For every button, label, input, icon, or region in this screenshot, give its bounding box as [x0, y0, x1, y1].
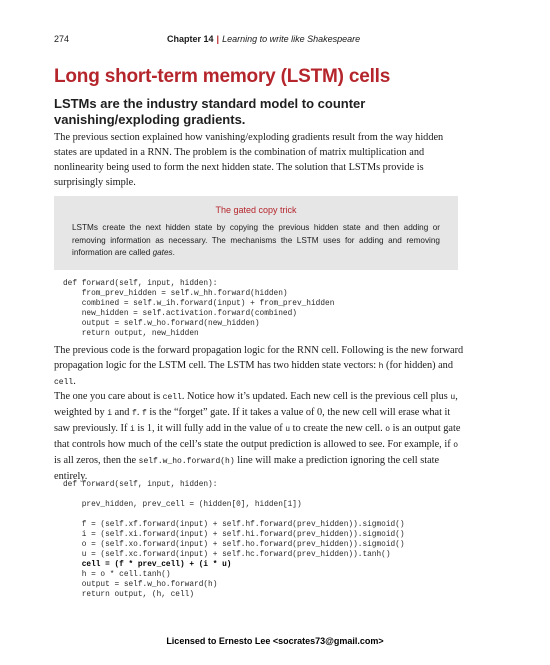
- inline-code: cell: [162, 393, 182, 402]
- chapter-heading: Chapter 14|Learning to write like Shakes…: [167, 34, 360, 44]
- header-separator: |: [216, 34, 220, 44]
- inline-code: f: [142, 409, 147, 418]
- code-line: output = self.w_ho.forward(new_hidden): [63, 320, 260, 328]
- inline-code: i: [107, 409, 113, 418]
- lstm-forward-code: def forward(self, input, hidden): prev_h…: [63, 480, 405, 600]
- code-line: return output, (h, cell): [63, 591, 195, 599]
- license-footer: Licensed to Ernesto Lee <socrates73@gmai…: [166, 636, 384, 646]
- rnn-forward-code: def forward(self, input, hidden): from_p…: [63, 279, 334, 339]
- text-run: is an output gate that controls how much…: [54, 423, 461, 450]
- text-run: is all zeros, then the: [54, 455, 139, 466]
- code-line: cell = (f * prev_cell) + (i * u): [63, 561, 232, 569]
- chapter-title: Learning to write like Shakespeare: [222, 34, 361, 44]
- inline-code: cell: [54, 378, 74, 387]
- code-line: [63, 490, 405, 500]
- inline-code: u: [450, 393, 456, 402]
- code-line: o = (self.xo.forward(input) + self.ho.fo…: [63, 541, 405, 549]
- text-run: is the “forget” gate. If it takes a valu…: [54, 407, 451, 434]
- text-run: (for hidden) and: [383, 360, 453, 371]
- code-line: f = (self.xf.forward(input) + self.hf.fo…: [63, 521, 405, 529]
- sidebar-text-end: .: [172, 248, 175, 257]
- lstm-intro-paragraph: The previous code is the forward propaga…: [54, 343, 466, 390]
- text-run: to create the new cell.: [290, 423, 386, 434]
- section-subtitle: LSTMs are the industry standard model to…: [54, 96, 366, 127]
- sidebar-title: The gated copy trick: [215, 205, 297, 215]
- inline-code: f: [132, 409, 137, 418]
- sidebar-box: The gated copy trick LSTMs create the ne…: [54, 196, 458, 270]
- text-run: .: [136, 407, 142, 418]
- sidebar-emphasis: gates: [152, 248, 173, 257]
- code-line: combined = self.w_ih.forward(input) + fr…: [63, 300, 335, 308]
- code-line: return output, new_hidden: [63, 330, 199, 338]
- inline-code: self.w_ho.forward(h): [138, 457, 235, 466]
- code-line: [63, 510, 405, 520]
- running-header: 274 Chapter 14|Learning to write like Sh…: [54, 34, 510, 48]
- code-line: prev_hidden, prev_cell = (hidden[0], hid…: [63, 501, 302, 509]
- cell-explanation-paragraph: The one you care about is cell. Notice h…: [54, 389, 466, 484]
- inline-code: o: [385, 425, 391, 434]
- text-run: . Notice how it’s updated. Each new cell…: [181, 391, 451, 402]
- code-line: output = self.w_ho.forward(h): [63, 581, 218, 589]
- code-line: from_prev_hidden = self.w_hh.forward(hid…: [63, 290, 288, 298]
- inline-code: u: [285, 425, 291, 434]
- code-line: h = o * cell.tanh(): [63, 571, 171, 579]
- text-run: The one you care about is: [54, 391, 163, 402]
- sidebar-body: LSTMs create the next hidden state by co…: [72, 222, 440, 260]
- code-line: i = (self.xi.forward(input) + self.hi.fo…: [63, 531, 405, 539]
- text-run: line will make a prediction ignoring the…: [54, 455, 440, 482]
- sidebar-text: LSTMs create the next hidden state by co…: [72, 223, 440, 257]
- text-run: , weighted by: [54, 391, 458, 418]
- chapter-label: Chapter 14: [167, 34, 214, 44]
- inline-code: h: [378, 362, 384, 371]
- text-run: The previous code is the forward propaga…: [54, 345, 464, 371]
- inline-code: o: [453, 441, 459, 450]
- inline-code: i: [129, 425, 135, 434]
- code-line: def forward(self, input, hidden):: [63, 481, 218, 489]
- intro-paragraph: The previous section explained how vanis…: [54, 132, 444, 188]
- section-title: Long short-term memory (LSTM) cells: [54, 66, 391, 87]
- text-run: .: [73, 376, 76, 387]
- code-line: u = (self.xc.forward(input) + self.hc.fo…: [63, 551, 391, 559]
- code-line: def forward(self, input, hidden):: [63, 280, 218, 288]
- text-run: is 1, it will fully add in the value of: [134, 423, 286, 434]
- page-number: 274: [54, 34, 70, 44]
- code-line: new_hidden = self.activation.forward(com…: [63, 310, 297, 318]
- text-run: and: [112, 407, 133, 418]
